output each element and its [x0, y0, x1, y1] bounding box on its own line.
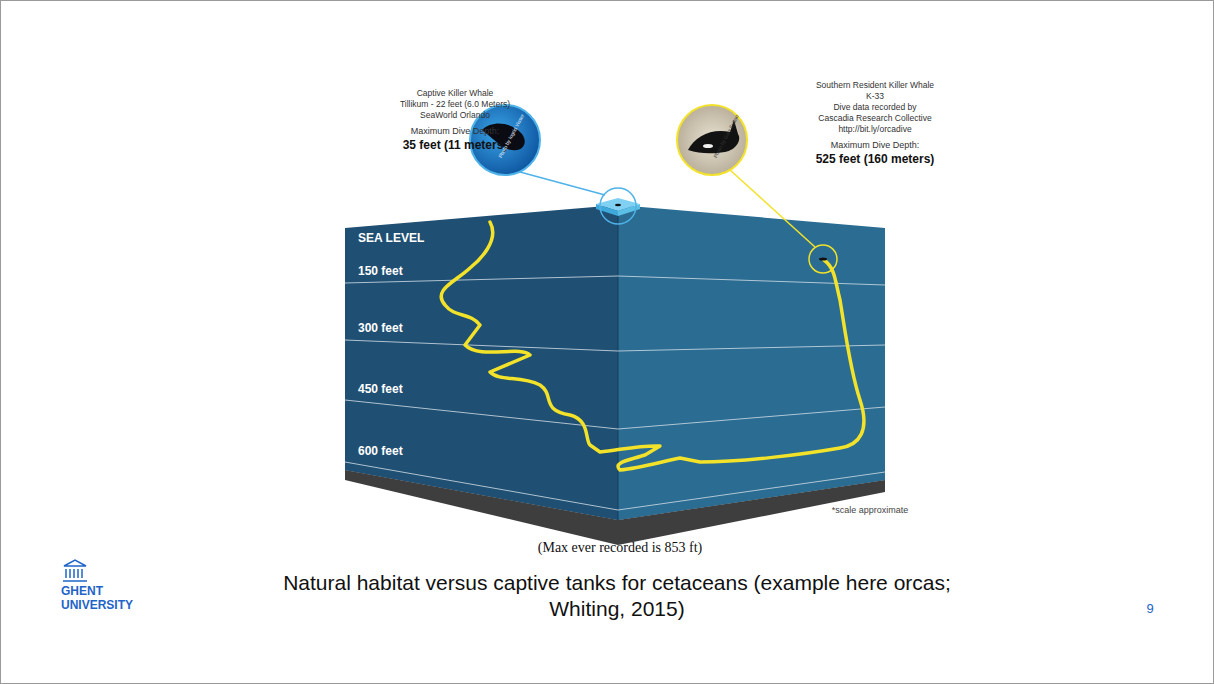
- depth-lines: [345, 276, 885, 510]
- callout-text: K-33: [765, 91, 985, 101]
- depth-label: 300 feet: [358, 321, 478, 335]
- orca-patch: [703, 144, 713, 148]
- dive-depth-value: 525 feet (160 meters): [765, 152, 985, 166]
- depth-label: SEA LEVEL: [358, 231, 478, 245]
- page-number: 9: [1130, 601, 1170, 617]
- callout-text: http://bit.ly/orcadive: [765, 124, 985, 134]
- corner-edge: [618, 205, 619, 520]
- callout-text: Tillikum - 22 feet (6.0 Meters): [345, 99, 565, 109]
- callout-text: Maximum Dive Depth:: [345, 126, 565, 137]
- tank-highlight: [600, 188, 636, 224]
- water-left-face: [345, 205, 618, 520]
- depth-label: 450 feet: [358, 382, 478, 396]
- dive-track: [441, 222, 864, 470]
- leader-line: [520, 172, 605, 195]
- callout-text: Southern Resident Killer Whale: [765, 80, 985, 90]
- wild-orca: [819, 258, 827, 261]
- scale-note: *scale approximate: [800, 505, 940, 516]
- leader-line: [730, 170, 815, 247]
- callout-text: Cascadia Research Collective: [765, 113, 985, 123]
- water-right-face: [618, 205, 885, 520]
- depth-label: 150 feet: [358, 264, 478, 278]
- callout-text: SeaWorld Orlando: [345, 110, 565, 120]
- callout-text: Dive data recorded by: [765, 102, 985, 112]
- university-name: GHENT UNIVERSITY: [61, 584, 141, 613]
- tank-orca: [615, 204, 621, 206]
- callout-text: Maximum Dive Depth:: [765, 140, 985, 151]
- university-logo: [63, 560, 87, 581]
- max-depth-note: (Max ever recorded is 853 ft): [420, 540, 820, 557]
- orca-highlight: [809, 245, 837, 273]
- callout-text: Captive Killer Whale: [345, 88, 565, 98]
- dive-depth-value: 35 feet (11 meters): [345, 138, 565, 152]
- depth-label: 600 feet: [358, 444, 478, 458]
- slide-caption: Natural habitat versus captive tanks for…: [247, 570, 987, 623]
